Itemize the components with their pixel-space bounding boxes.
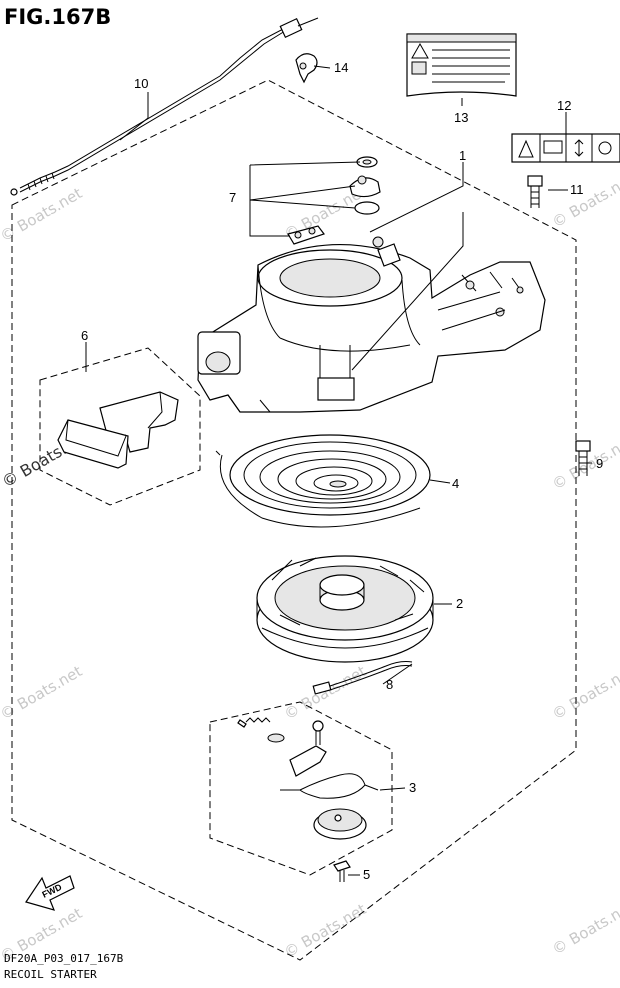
- callout-11: 11: [570, 182, 584, 197]
- ratchet-parts: [287, 156, 381, 245]
- screw-5: [333, 860, 351, 882]
- diagram-code: DF20A_P03_017_167B: [4, 952, 124, 965]
- callout-4: 4: [452, 476, 459, 491]
- callouts: 1 2 3 4 5 6 7 8 9 10 11 12 13 14: [81, 60, 603, 882]
- cable-clip: [295, 53, 318, 84]
- handle-group-box: [39, 347, 201, 506]
- figure-title: FIG.167B: [4, 5, 111, 29]
- watermark: © Boats.net: [0, 662, 85, 723]
- starter-housing: [197, 236, 546, 413]
- watermark: © Boats.net: [549, 897, 620, 958]
- callout-10: 10: [134, 76, 148, 91]
- callout-14: 14: [334, 60, 348, 75]
- fwd-arrow: FWD: [25, 875, 75, 911]
- bolt-11: [527, 175, 543, 208]
- diagram-name: RECOIL STARTER: [4, 968, 97, 981]
- starter-handle: [57, 391, 179, 469]
- callout-12: 12: [557, 98, 571, 113]
- callout-5: 5: [363, 867, 370, 882]
- callout-6: 6: [81, 328, 88, 343]
- leader-lines: [85, 65, 592, 876]
- callout-13: 13: [454, 110, 468, 125]
- watermark: © Boats.net: [549, 662, 620, 723]
- callout-7: 7: [229, 190, 236, 205]
- pawl-kit-box: [209, 701, 393, 876]
- caution-label: [406, 33, 517, 97]
- assembly-boundary: [11, 79, 577, 961]
- starter-reel: [256, 555, 434, 663]
- callout-8: 8: [386, 677, 393, 692]
- callout-2: 2: [456, 596, 463, 611]
- starter-cable: [10, 17, 319, 196]
- warning-label: [511, 133, 620, 163]
- callout-1: 1: [459, 148, 466, 163]
- callout-9: 9: [596, 456, 603, 471]
- watermark: © Boats.net: [281, 662, 369, 723]
- pawl-kit: [237, 717, 379, 840]
- starter-rope: [312, 661, 413, 695]
- watermark: © Boats.net: [281, 900, 369, 961]
- watermark: © Boats.net: [549, 170, 620, 231]
- recoil-spring: [215, 434, 431, 528]
- callout-3: 3: [409, 780, 416, 795]
